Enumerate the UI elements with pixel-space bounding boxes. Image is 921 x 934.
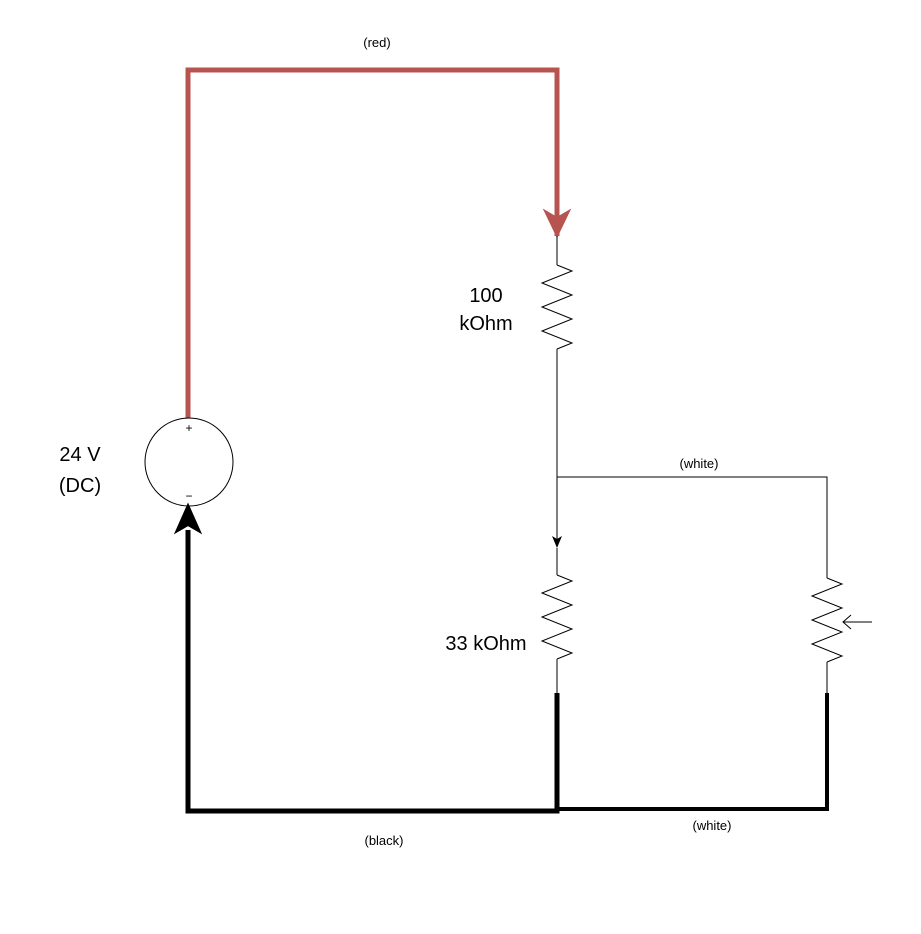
white-wire-bottom-label: (white)	[692, 818, 731, 833]
red-wire	[185, 67, 560, 418]
resistor-33k	[540, 574, 574, 660]
white-wire-bottom	[557, 693, 829, 811]
resistor-100k	[540, 264, 574, 350]
red-wire-arrowhead	[542, 208, 572, 239]
black-wire-arrowhead	[173, 502, 203, 535]
source-minus-sign: −	[185, 489, 192, 503]
r1-value-line2: kOhm	[459, 313, 512, 335]
r1-value-line1: 100	[469, 285, 502, 307]
white-wire-top	[557, 476, 828, 578]
potentiometer-wiper-arrow	[842, 614, 852, 630]
black-wire	[185, 530, 560, 814]
r2-arrowhead	[552, 536, 562, 548]
source-voltage-label: 24 V	[59, 444, 101, 466]
red-wire-label: (red)	[363, 35, 390, 50]
white-wire-top-label: (white)	[679, 456, 718, 471]
potentiometer	[810, 577, 844, 663]
source-plus-sign: +	[185, 421, 192, 435]
r2-value-label: 33 kOhm	[445, 633, 526, 655]
source-type-label: (DC)	[59, 475, 101, 497]
black-wire-label: (black)	[364, 833, 403, 848]
